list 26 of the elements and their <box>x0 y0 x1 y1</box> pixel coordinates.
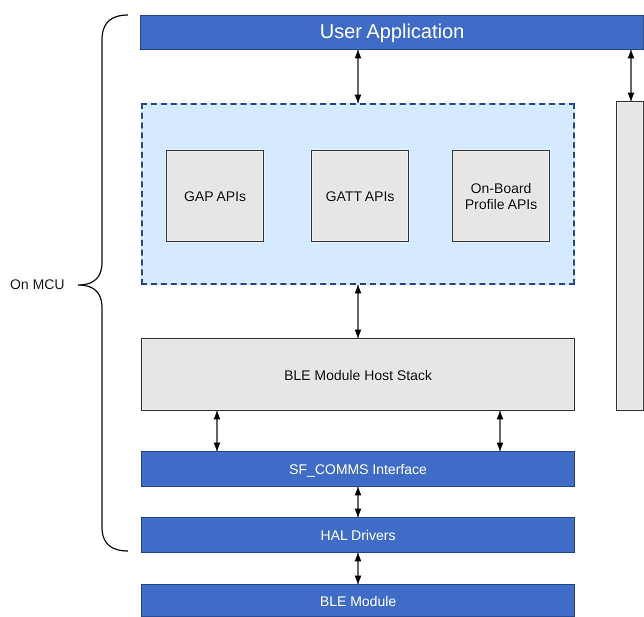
interface-bar <box>141 451 575 487</box>
api-box <box>311 150 409 242</box>
node-label: On-Board Profile APIs <box>464 180 538 212</box>
arrow <box>354 487 362 517</box>
node-label: GATT APIs <box>324 188 396 204</box>
module-bar <box>141 584 575 617</box>
arrow <box>496 411 504 451</box>
arrow <box>354 285 362 338</box>
node-label: GAP APIs <box>183 188 247 204</box>
arrow <box>214 411 220 451</box>
node-label: User Application <box>318 21 466 44</box>
node-label: BLE Module <box>318 592 398 608</box>
api-group-panel <box>141 103 575 285</box>
api-box <box>166 150 264 242</box>
arrow <box>628 50 634 101</box>
api-box <box>452 150 550 242</box>
node-label: HAL Drivers <box>320 527 396 543</box>
arrow <box>354 50 362 103</box>
stack-box <box>141 338 575 411</box>
node-label: SF_COMMS Interface <box>288 461 428 477</box>
node-label: BLE Module Host Stack <box>283 366 433 382</box>
title-bar <box>140 15 644 50</box>
driver-bar <box>141 517 575 553</box>
arrow <box>354 553 362 584</box>
brace-label: On MCU <box>10 276 64 292</box>
rtos-bar <box>616 101 644 411</box>
